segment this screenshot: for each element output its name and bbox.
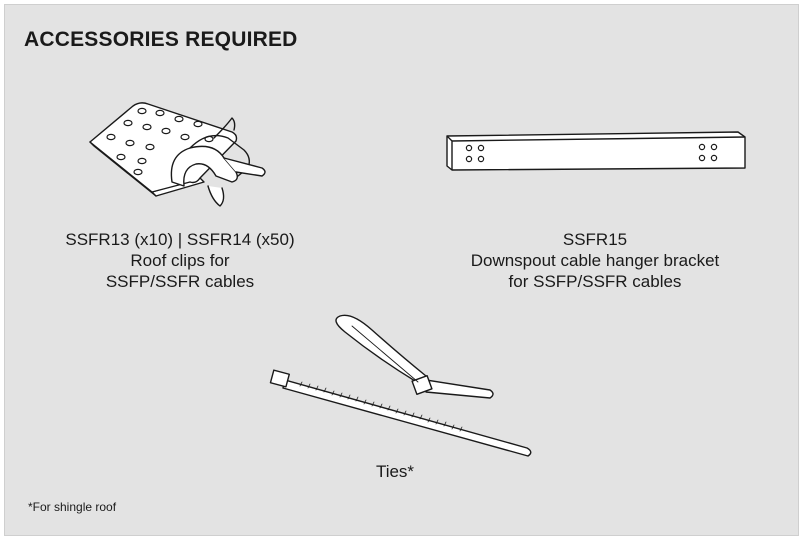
roof-clips-cables: SSFP/SSFR cables (105, 272, 255, 291)
ties-caption: Ties* (340, 461, 450, 482)
roof-clips-caption: SSFR13 (x10) | SSFR14 (x50) Roof clips f… (30, 229, 330, 292)
hanger-bracket-part-number: SSFR15 (562, 230, 628, 249)
page-title: ACCESSORIES REQUIRED (24, 28, 298, 51)
hanger-bracket-description: Downspout cable hanger bracket (470, 251, 720, 270)
ties-label: Ties* (375, 462, 415, 481)
roof-clips-description: Roof clips for (130, 251, 230, 270)
hanger-bracket-cables: for SSFP/SSFR cables (508, 272, 682, 291)
hanger-bracket-caption: SSFR15 Downspout cable hanger bracket fo… (440, 229, 750, 292)
roof-clips-part-numbers: SSFR13 (x10) | SSFR14 (x50) (65, 230, 295, 249)
footnote: *For shingle roof (28, 500, 117, 514)
